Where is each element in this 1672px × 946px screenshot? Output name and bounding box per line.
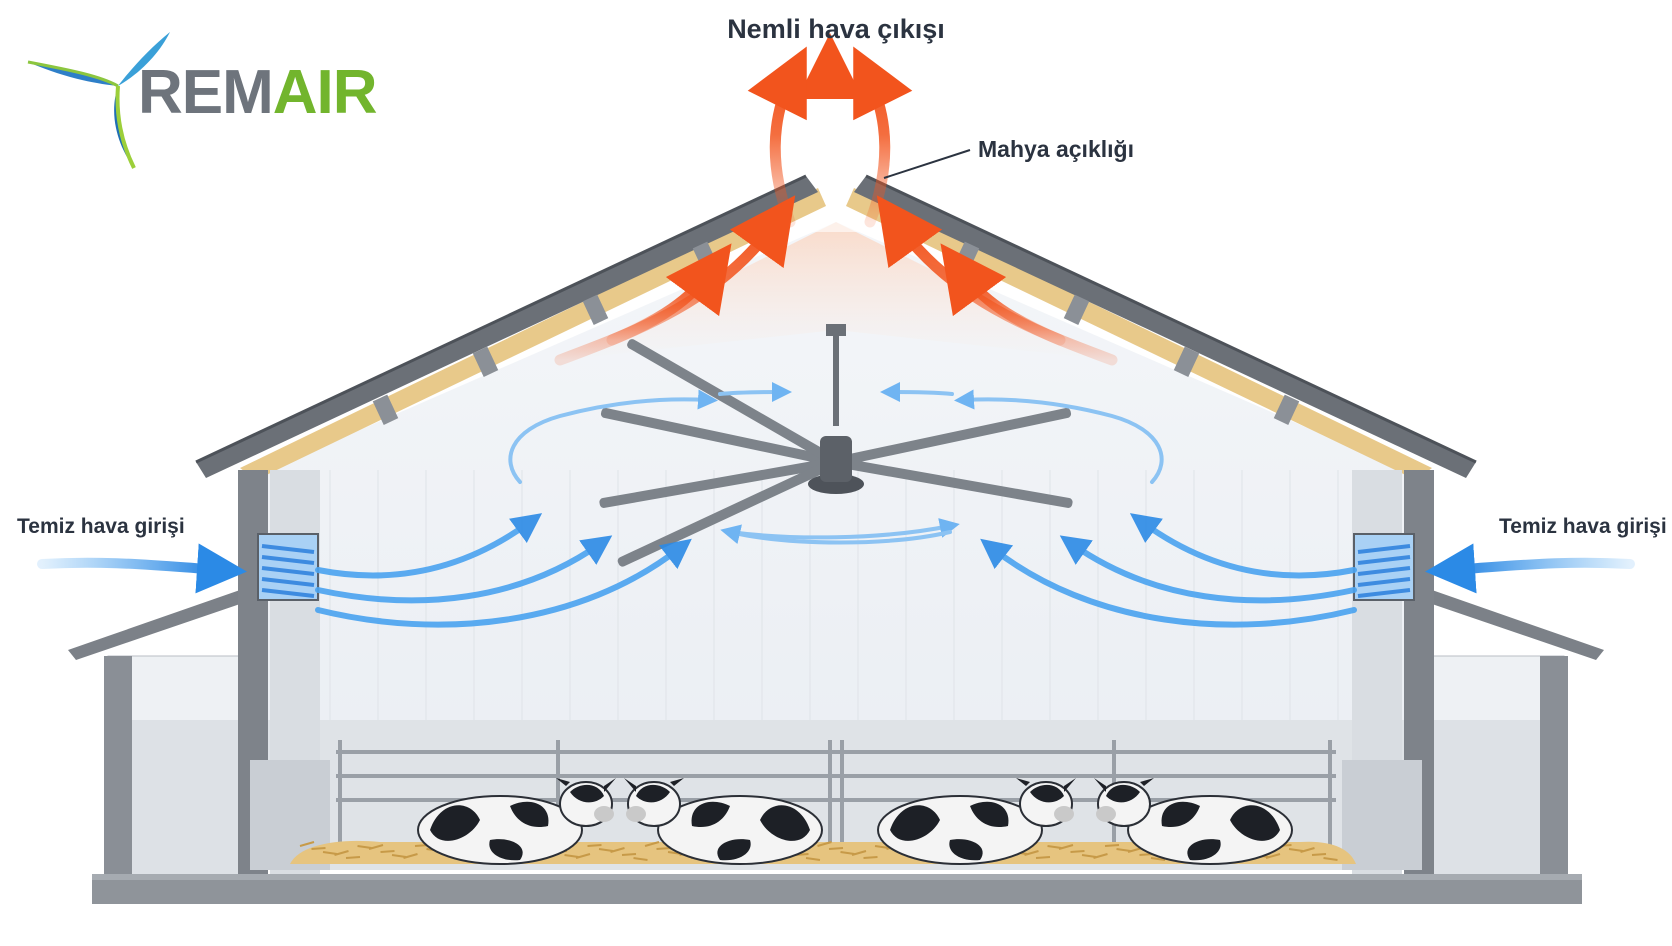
- roof-purlin: [1173, 346, 1200, 377]
- roof-purlin: [582, 294, 609, 325]
- fresh-air-flow-arrow: [315, 538, 692, 628]
- fan-blade: [627, 339, 838, 465]
- right-side-shed: [1431, 590, 1604, 875]
- fan-blade: [835, 407, 1072, 467]
- circulation-arrow: [954, 389, 1164, 484]
- fresh-air-flow-arrow: [1129, 513, 1357, 579]
- roof-purlin: [472, 346, 499, 377]
- humid-air-arrow: [853, 46, 913, 228]
- exhaust-label: Nemli hava çıkışı: [727, 14, 945, 44]
- cow: [1094, 778, 1293, 865]
- ridge-callout-line: [883, 149, 971, 179]
- cow: [877, 778, 1076, 865]
- inlet-louver: [261, 566, 315, 576]
- inlet-left-label: Temiz hava girişi: [17, 515, 185, 538]
- brand-logo: REMAIR: [138, 62, 378, 124]
- right-side-inlet: [1353, 533, 1415, 601]
- cow: [624, 778, 823, 865]
- fresh-air-inlet-arrow: [37, 543, 247, 594]
- humid-air-arrow: [940, 243, 1066, 346]
- roof-purlin: [1273, 394, 1300, 425]
- fresh-air-flow-arrow: [315, 513, 543, 579]
- logo-mark: [27, 32, 170, 169]
- inlet-louver: [1357, 566, 1411, 576]
- fan-blade: [835, 457, 1073, 508]
- foundation: [92, 874, 1582, 904]
- fresh-air-flow-arrow: [315, 535, 613, 604]
- fan-blade: [599, 457, 837, 508]
- inlet-louver: [261, 544, 315, 554]
- fresh-air-flow-arrow: [980, 538, 1357, 628]
- left-side-inlet: [257, 533, 319, 601]
- ridge-opening-label: Mahya açıklığı: [978, 136, 1134, 162]
- humid-air-arrows: [554, 33, 1118, 366]
- inlet-louver: [1357, 544, 1411, 554]
- circulation-arrow: [718, 382, 792, 403]
- fresh-air-arrows: [37, 382, 1635, 628]
- humid-air-arrow: [606, 243, 732, 346]
- circulation-arrow: [508, 389, 718, 484]
- fresh-air-inlet-arrow: [1425, 543, 1635, 594]
- fan-blade: [600, 407, 837, 467]
- ridge-opening: [792, 222, 880, 232]
- inlet-louver: [261, 555, 315, 565]
- fresh-air-flow-arrow: [1059, 535, 1357, 604]
- left-side-shed: [68, 590, 241, 875]
- roof-purlin: [1063, 294, 1090, 325]
- inlet-louver: [1357, 555, 1411, 565]
- roof-purlin: [372, 394, 399, 425]
- inlet-louver: [1357, 577, 1411, 587]
- inlet-right-label: Temiz hava girişi: [1499, 515, 1667, 538]
- cows: [417, 778, 1293, 865]
- inlet-louver: [1357, 588, 1411, 598]
- circulation-arrow: [880, 382, 954, 403]
- inlet-louver: [261, 577, 315, 587]
- inlet-louver: [261, 588, 315, 598]
- barn-interior: [268, 222, 1404, 870]
- logo-text-air: AIR: [272, 58, 378, 127]
- circulation-arrow: [720, 524, 952, 545]
- cow: [417, 778, 616, 865]
- logo-text-rem: REM: [138, 58, 274, 127]
